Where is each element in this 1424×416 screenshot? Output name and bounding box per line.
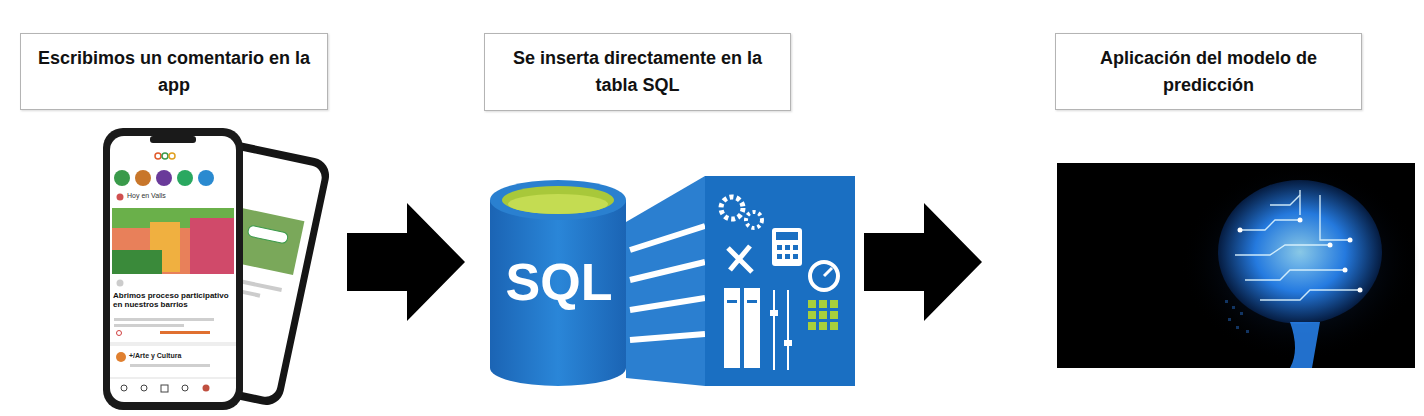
step-title: Escribimos un comentario en la app — [21, 37, 327, 107]
block-arrow — [864, 203, 982, 321]
front-phone — [103, 128, 243, 410]
step-box: Se inserta directamente en la tabla SQL — [484, 33, 791, 111]
step-title: Aplicación del modelo de predicción — [1056, 37, 1361, 107]
step-title: Se inserta directamente en la tabla SQL — [485, 37, 790, 107]
screen-text: +/Arte y Cultura — [129, 352, 229, 360]
step-box: Aplicación del modelo de predicción — [1055, 33, 1362, 110]
ai-brain-image — [1057, 162, 1420, 368]
screen-text: Hoy en Valls — [127, 192, 227, 200]
sql-database — [490, 176, 855, 386]
sql-logo-text: SQL — [505, 253, 613, 313]
screen-headline: Abrimos proceso participativo en nuestro… — [113, 291, 233, 309]
step-box: Escribimos un comentario en la app — [20, 33, 328, 110]
block-arrow — [347, 203, 465, 321]
